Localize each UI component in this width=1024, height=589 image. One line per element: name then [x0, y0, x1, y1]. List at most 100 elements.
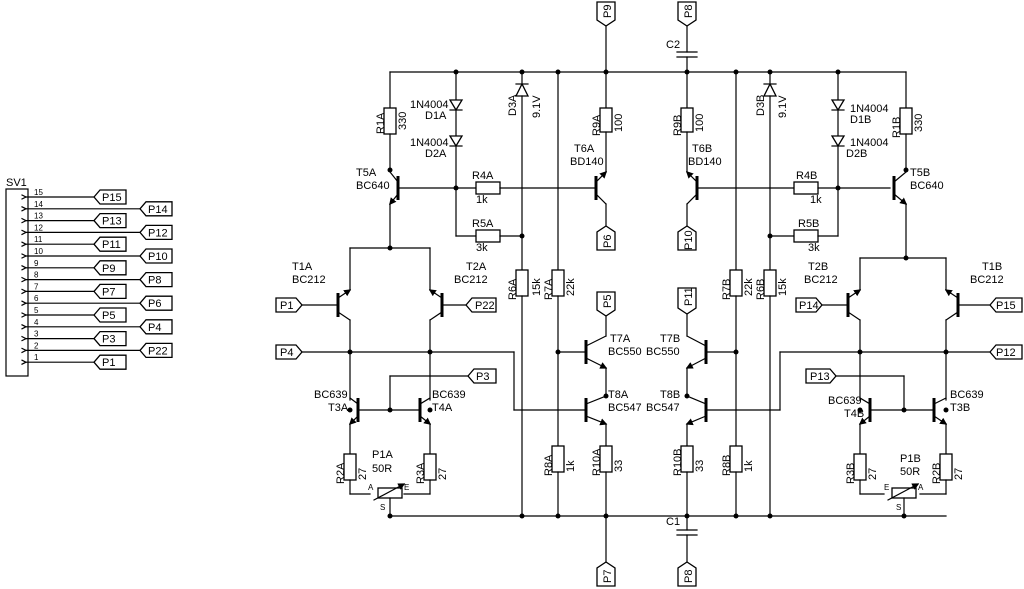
- svg-text:P11: P11: [683, 287, 695, 306]
- svg-text:T1A: T1A: [292, 261, 313, 273]
- resistor-r5a: R5A 3k: [455, 187, 523, 254]
- svg-text:33: 33: [613, 460, 625, 472]
- sv1-pin-number: 10: [34, 247, 43, 256]
- resistor-r3b: R3B 27: [845, 453, 885, 495]
- sv1-pin-number: 13: [34, 212, 43, 221]
- port-p3: P3: [389, 368, 497, 411]
- transistor-t5a: T5A BC640: [356, 167, 483, 249]
- svg-text:50R: 50R: [372, 463, 392, 475]
- transistor-t1b: T1B BC212: [944, 257, 1004, 401]
- sv1-pin-label: P6: [148, 298, 161, 310]
- zener-d3b: D3B 9.1V: [755, 71, 789, 271]
- sv1-pin-number: 9: [34, 259, 39, 268]
- sv1-pin-label: P4: [148, 322, 161, 334]
- svg-text:P6: P6: [602, 235, 614, 248]
- svg-text:27: 27: [867, 468, 879, 480]
- diode-d1a-d2a: 1N4004 D1A 1N4004 D2A: [410, 71, 464, 189]
- resistor-r10b: R10B 33: [672, 445, 706, 517]
- potentiometer-p1a: P1A 50R A E S: [368, 449, 409, 517]
- svg-text:D1B: D1B: [850, 114, 871, 126]
- svg-text:100: 100: [613, 114, 625, 132]
- svg-text:R9B: R9B: [672, 115, 684, 136]
- svg-text:P1: P1: [280, 300, 293, 312]
- resistor-r1a: R1A 330: [375, 71, 409, 171]
- svg-text:T2A: T2A: [466, 261, 487, 273]
- svg-text:R5B: R5B: [798, 218, 819, 230]
- svg-text:P5: P5: [602, 295, 614, 308]
- svg-text:BC212: BC212: [454, 274, 488, 286]
- svg-text:330: 330: [913, 114, 925, 132]
- svg-text:R3B: R3B: [845, 463, 857, 484]
- resistor-r10a: R10A 33: [591, 445, 625, 517]
- svg-text:S: S: [896, 503, 901, 512]
- transistor-t3a: BC639 T3A: [314, 389, 421, 455]
- svg-text:27: 27: [953, 468, 965, 480]
- port-p12: P12: [705, 344, 1023, 411]
- svg-text:P10: P10: [683, 230, 695, 250]
- sv1-pin-label: P15: [102, 192, 122, 204]
- transistor-t4a: BC639 T4A: [418, 389, 466, 455]
- svg-text:D3A: D3A: [507, 94, 519, 116]
- svg-text:1N4004: 1N4004: [410, 99, 449, 111]
- svg-text:T8A: T8A: [608, 389, 629, 401]
- svg-text:330: 330: [397, 112, 409, 130]
- sv1-pin-label: P14: [148, 204, 168, 216]
- svg-text:BC212: BC212: [804, 274, 838, 286]
- svg-text:P13: P13: [810, 371, 830, 383]
- c2-label: C2: [666, 39, 680, 51]
- svg-text:T6A: T6A: [574, 143, 595, 155]
- sv1-pin-number: 6: [34, 294, 39, 303]
- sv1-pin-number: 12: [34, 223, 43, 232]
- transistor-t2b: T2B BC212: [804, 257, 947, 401]
- transistor-t2a: T2A BC212: [428, 247, 488, 401]
- svg-text:1N4004: 1N4004: [850, 137, 889, 149]
- svg-text:BC547: BC547: [608, 402, 642, 414]
- port-p1: P1: [275, 297, 339, 313]
- svg-text:22k: 22k: [565, 278, 577, 296]
- svg-text:BD140: BD140: [570, 156, 604, 168]
- svg-text:R6A: R6A: [507, 278, 519, 300]
- resistor-r9a: R9A 100: [591, 71, 625, 173]
- sv1-pin-number: 8: [34, 271, 39, 280]
- resistor-r6b: R6B 15k: [755, 269, 789, 517]
- svg-text:22k: 22k: [743, 278, 755, 296]
- svg-text:27: 27: [437, 468, 449, 480]
- svg-text:P7: P7: [602, 570, 614, 583]
- svg-text:1k: 1k: [565, 460, 577, 472]
- svg-text:R8A: R8A: [543, 454, 555, 476]
- svg-text:BC640: BC640: [910, 180, 944, 192]
- transistor-t3b: BC639 T3B: [932, 389, 984, 455]
- sv1-pin-label: P7: [102, 286, 115, 298]
- svg-text:P22: P22: [475, 300, 495, 312]
- sv1-pin-number: 15: [34, 188, 43, 197]
- resistor-r7a: R7A 22k: [543, 71, 577, 447]
- resistor-r6a: R6A 15k: [507, 269, 543, 517]
- transistor-t7a: T7A BC550: [557, 315, 642, 397]
- svg-text:R3A: R3A: [415, 462, 427, 484]
- svg-text:A: A: [368, 483, 374, 492]
- svg-text:R9A: R9A: [591, 114, 603, 136]
- svg-text:T1B: T1B: [982, 261, 1002, 273]
- svg-text:T4A: T4A: [432, 402, 453, 414]
- transistor-t1a: T1A BC212: [292, 247, 431, 401]
- svg-text:P1A: P1A: [372, 449, 393, 461]
- svg-text:BC550: BC550: [608, 346, 642, 358]
- svg-text:BC639: BC639: [432, 389, 466, 401]
- svg-text:R5A: R5A: [472, 218, 494, 230]
- svg-text:T7B: T7B: [660, 333, 680, 345]
- svg-text:R2A: R2A: [335, 462, 347, 484]
- svg-text:BC547: BC547: [646, 402, 680, 414]
- resistor-r2b: R2B 27: [919, 453, 965, 495]
- port-p14: P14: [795, 297, 849, 313]
- svg-text:P12: P12: [996, 347, 1016, 359]
- svg-text:T3B: T3B: [950, 402, 970, 414]
- svg-text:T5B: T5B: [910, 167, 930, 179]
- svg-text:R4B: R4B: [796, 170, 817, 182]
- svg-text:P8: P8: [683, 570, 695, 583]
- sv1-pin-number: 1: [34, 353, 39, 362]
- port-p10: P10: [677, 225, 697, 251]
